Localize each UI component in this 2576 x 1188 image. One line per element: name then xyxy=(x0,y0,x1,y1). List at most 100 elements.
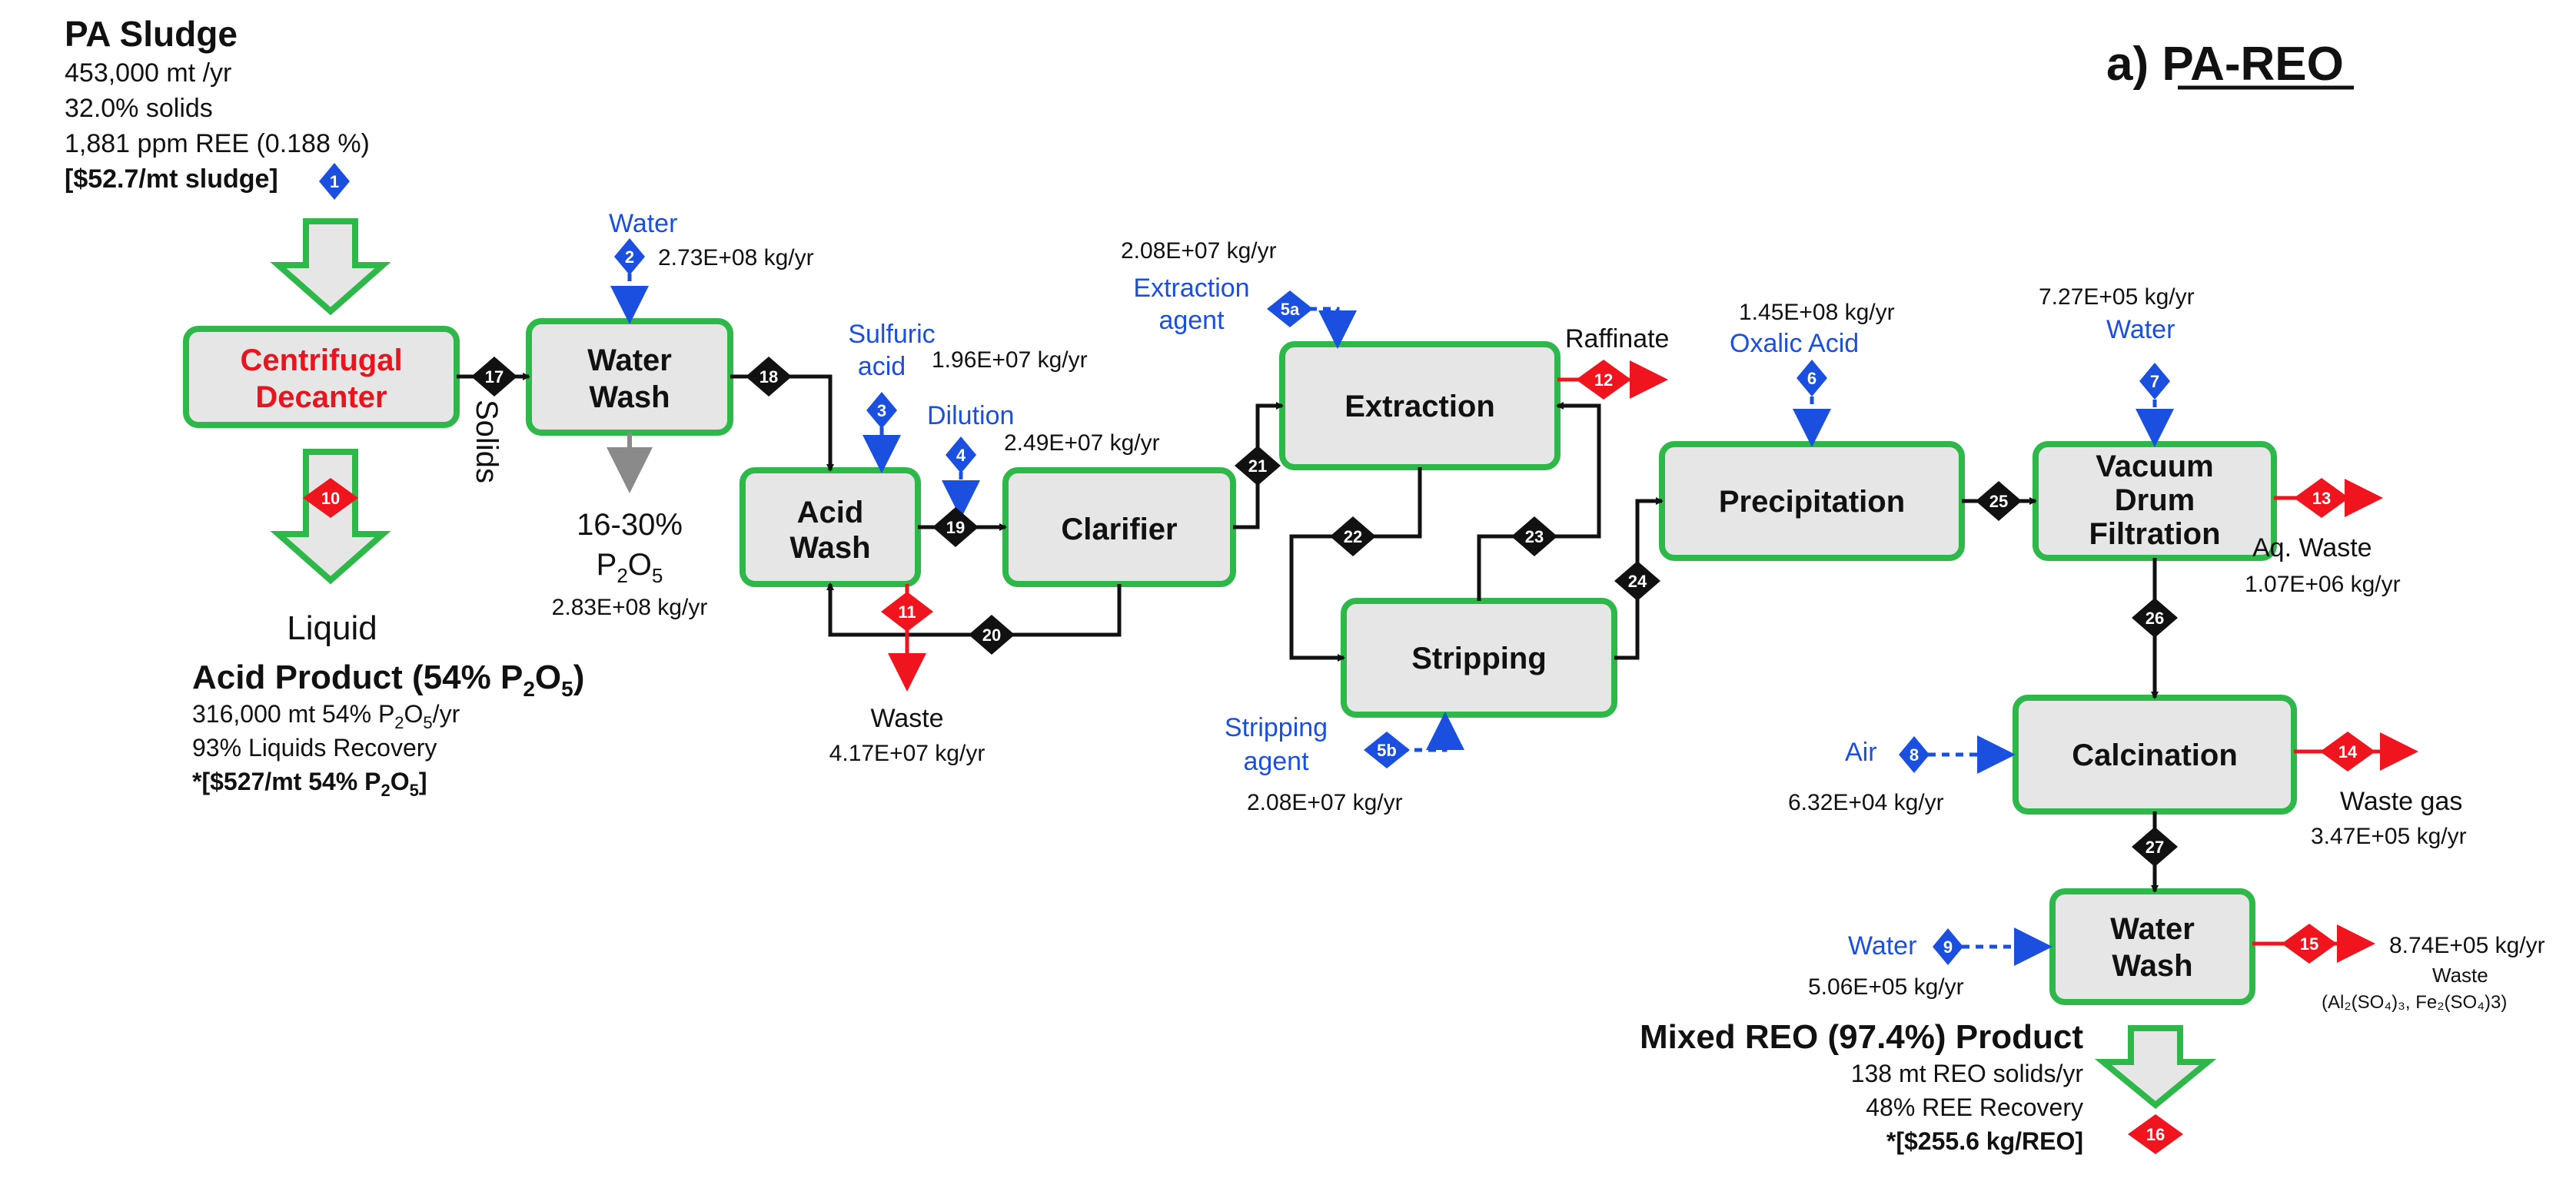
dilution-label: Dilution xyxy=(927,401,1014,430)
svg-text:26: 26 xyxy=(2146,609,2164,628)
stream-tag-20: 20 xyxy=(969,615,1015,655)
svg-text:Extraction: Extraction xyxy=(1345,390,1495,423)
svg-text:18: 18 xyxy=(760,367,778,387)
svg-text:6: 6 xyxy=(1807,369,1816,388)
reo-product-title: Mixed REO (97.4%) Product xyxy=(1640,1018,2083,1056)
stripping-agent-label-1: Stripping xyxy=(1225,713,1328,742)
stream-tag-19: 19 xyxy=(932,507,979,547)
waste-gas-rate: 3.47E+05 kg/yr xyxy=(2311,824,2467,849)
water-wash-2-box: Water Wash xyxy=(2049,888,2255,1005)
svg-text:Calcination: Calcination xyxy=(2072,738,2238,772)
acid-wash-box: Acid Wash xyxy=(740,467,921,587)
vdf-water-label: Water xyxy=(2106,315,2175,344)
flow-18 xyxy=(730,374,834,472)
calcination-box: Calcination xyxy=(2013,695,2297,815)
oxalic-acid-rate: 1.45E+08 kg/yr xyxy=(1739,300,1895,325)
sulfuric-acid-rate: 1.96E+07 kg/yr xyxy=(932,347,1088,373)
svg-text:5a: 5a xyxy=(1281,300,1300,319)
stream-tag-1: 1 xyxy=(319,163,350,200)
svg-text:16: 16 xyxy=(2146,1125,2165,1144)
aq-waste-rate: 1.07E+06 kg/yr xyxy=(2245,572,2401,597)
reo-product-arrow xyxy=(2094,1025,2217,1110)
extraction-agent-label-1: Extraction xyxy=(1133,274,1249,303)
extraction-box: Extraction xyxy=(1279,341,1561,470)
sulfuric-acid-label-2: acid xyxy=(858,352,906,381)
svg-text:2: 2 xyxy=(625,247,634,267)
feed-line-1: 453,000 mt /yr xyxy=(65,58,231,88)
flow-23 xyxy=(1477,402,1601,601)
svg-text:Decanter: Decanter xyxy=(255,380,387,414)
stream-tag-5a: 5a xyxy=(1267,290,1313,327)
feed-arrow xyxy=(270,218,391,316)
acid-product-line-2: 93% Liquids Recovery xyxy=(192,734,437,762)
stream-tag-11: 11 xyxy=(881,592,933,632)
stream-tag-21: 21 xyxy=(1235,446,1281,486)
reo-product-price: *[$255.6 kg/REO] xyxy=(1886,1127,2083,1155)
reo-product-line-2: 48% REE Recovery xyxy=(1866,1093,2083,1121)
svg-text:1: 1 xyxy=(330,172,339,191)
p2o5-formula: P2O5 xyxy=(597,548,663,587)
vacuum-drum-filtration-box: Vacuum Drum Filtration xyxy=(2033,441,2277,561)
svg-text:5b: 5b xyxy=(1377,741,1397,760)
feed-line-3: 1,881 ppm REE (0.188 %) xyxy=(65,129,370,158)
svg-text:Drum: Drum xyxy=(2115,483,2195,517)
svg-text:Centrifugal: Centrifugal xyxy=(240,343,402,377)
acid-waste-label: Waste xyxy=(870,704,943,733)
stripping-agent-rate: 2.08E+07 kg/yr xyxy=(1247,790,1403,815)
liquid-label: Liquid xyxy=(287,609,377,647)
acid-waste-rate: 4.17E+07 kg/yr xyxy=(829,741,986,766)
dilution-rate: 2.49E+07 kg/yr xyxy=(1004,430,1160,456)
svg-text:24: 24 xyxy=(1628,572,1647,591)
stream-tag-13: 13 xyxy=(2294,478,2349,518)
stream-tag-27: 27 xyxy=(2132,827,2178,867)
svg-text:Vacuum: Vacuum xyxy=(2096,450,2213,483)
svg-text:Precipitation: Precipitation xyxy=(1719,485,1905,519)
stream-tag-5b: 5b xyxy=(1364,732,1410,768)
feed-price: [$52.7/mt sludge] xyxy=(65,164,278,194)
svg-text:13: 13 xyxy=(2312,489,2331,508)
clarifier-box: Clarifier xyxy=(1002,467,1236,587)
stream-tag-3: 3 xyxy=(866,392,897,429)
water-wash-1-box: Water Wash xyxy=(526,318,733,436)
flow-22 xyxy=(1289,467,1422,662)
panel-title: a) PA-REO xyxy=(2106,38,2344,91)
extraction-agent-label-2: agent xyxy=(1158,306,1225,335)
stream-tag-15: 15 xyxy=(2282,924,2337,964)
svg-text:9: 9 xyxy=(1943,937,1953,957)
water-input-1-rate: 2.73E+08 kg/yr xyxy=(658,245,814,270)
svg-text:Acid: Acid xyxy=(797,496,864,529)
feed-line-2: 32.0% solids xyxy=(65,94,213,123)
stream-tag-9: 9 xyxy=(1933,928,1963,965)
solids-label: Solids xyxy=(470,400,504,483)
acid-product-title: Acid Product (54% P2O5) xyxy=(192,659,584,701)
svg-text:12: 12 xyxy=(1594,370,1613,390)
ww2-waste-rate: 8.74E+05 kg/yr xyxy=(2389,933,2545,958)
svg-text:Wash: Wash xyxy=(2112,949,2192,983)
stream-tag-23: 23 xyxy=(1511,516,1557,556)
flow-20 xyxy=(826,582,1122,637)
reo-product-line-1: 138 mt REO solids/yr xyxy=(1851,1060,2084,1087)
air-rate: 6.32E+04 kg/yr xyxy=(1788,790,1944,815)
svg-text:Water: Water xyxy=(587,343,672,377)
svg-text:10: 10 xyxy=(321,489,340,508)
svg-text:7: 7 xyxy=(2150,372,2159,391)
stream-tag-16: 16 xyxy=(2128,1114,2183,1154)
stream-tag-6: 6 xyxy=(1797,360,1827,397)
stripping-box: Stripping xyxy=(1341,598,1617,718)
stream-tag-26: 26 xyxy=(2132,598,2178,638)
ww2-waste-label: Waste xyxy=(2432,964,2488,987)
air-label: Air xyxy=(1845,738,1877,767)
svg-text:Clarifier: Clarifier xyxy=(1061,513,1177,546)
svg-text:Wash: Wash xyxy=(789,531,870,565)
stream-tag-17: 17 xyxy=(471,357,517,397)
svg-text:Filtration: Filtration xyxy=(2089,517,2220,551)
svg-text:22: 22 xyxy=(1344,527,1362,546)
ww2-water-rate: 5.06E+05 kg/yr xyxy=(1808,974,1964,1000)
svg-text:25: 25 xyxy=(1989,492,2008,511)
p2o5-rate: 2.83E+08 kg/yr xyxy=(552,595,708,620)
svg-text:8: 8 xyxy=(1910,745,1919,765)
flow-5a xyxy=(1309,307,1357,349)
stream-tag-8: 8 xyxy=(1899,736,1930,773)
stream-tag-24: 24 xyxy=(1614,561,1660,601)
